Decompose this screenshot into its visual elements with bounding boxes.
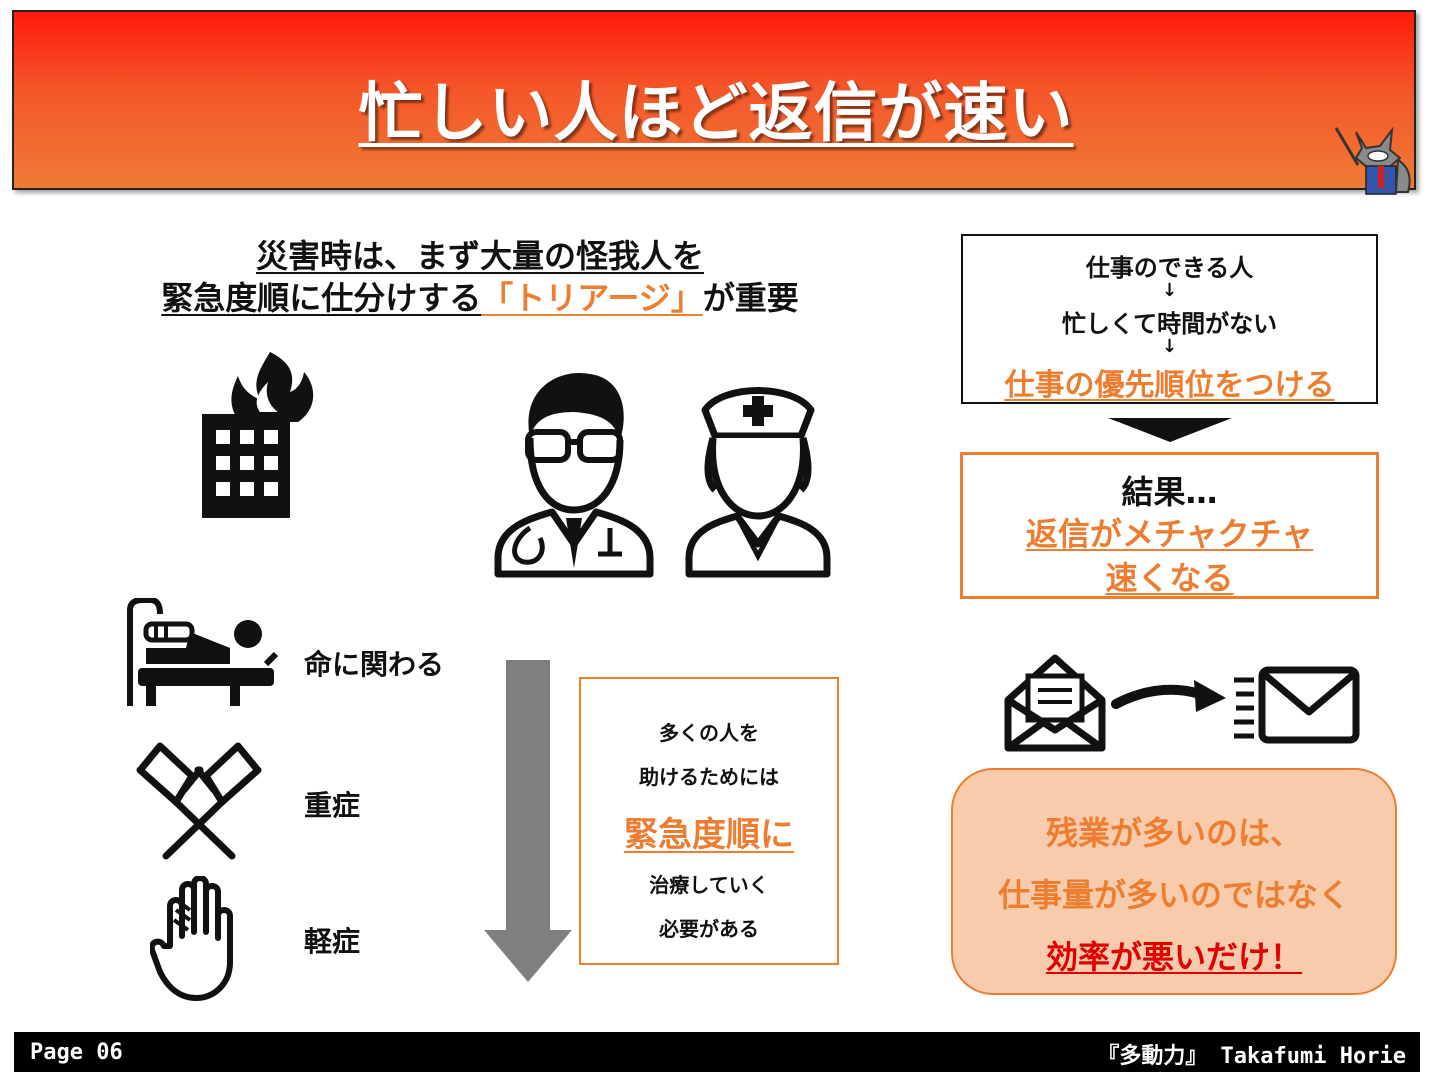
- triage-info-box: 多くの人を 助けるためには 緊急度順に 治療していく 必要がある: [579, 677, 839, 965]
- nurse-icon: [685, 387, 831, 578]
- result-box: 結果… 返信がメチャクチャ 速くなる: [960, 452, 1379, 599]
- conclusion-line-3: 効率が悪いだけ！: [1045, 938, 1302, 976]
- title-banner: 忙しい人ほど返信が速い: [12, 10, 1416, 190]
- flow-box: 仕事のできる人 ↓ 忙しくて時間がない ↓ 仕事の優先順位をつける: [961, 234, 1378, 404]
- hospital-bed-icon: [127, 598, 278, 706]
- flow-arrow-2: ↓: [1161, 336, 1178, 357]
- info-line-1: 多くの人を: [659, 721, 759, 745]
- info-line-2: 助けるためには: [639, 765, 779, 789]
- flow-arrow-1: ↓: [1161, 280, 1178, 301]
- level-label-critical: 命に関わる: [304, 648, 445, 681]
- page-number: Page 06: [30, 1040, 123, 1065]
- flow-step-2: 忙しくて時間がない: [1061, 310, 1278, 338]
- conclusion-line-1: 残業が多いのは、: [1045, 814, 1302, 852]
- mail-reply-icons: [1004, 654, 1360, 752]
- triage-highlight: 「トリアージ」: [481, 279, 703, 317]
- footer-bar: Page 06 『多動力』 Takafumi Horie: [14, 1032, 1420, 1072]
- flow-step-1: 仕事のできる人: [1085, 254, 1254, 282]
- result-label: 結果…: [1121, 473, 1218, 511]
- crutches-icon: [136, 742, 262, 860]
- flow-step-3: 仕事の優先順位をつける: [1004, 368, 1335, 403]
- level-label-serious: 重症: [304, 789, 361, 822]
- doctor-icon: [494, 372, 654, 578]
- conclusion-box: 残業が多いのは、 仕事量が多いのではなく 効率が悪いだけ！: [951, 768, 1397, 995]
- sent-envelope-icon: [1234, 666, 1360, 744]
- info-highlight: 緊急度順に: [624, 815, 794, 855]
- heading-text-2a: 緊急度順に仕分けする: [161, 279, 482, 317]
- book-credit: 『多動力』 Takafumi Horie: [1097, 1044, 1406, 1069]
- wolf-mascot-icon: [1334, 126, 1411, 195]
- result-line-1: 返信がメチャクチャ: [1025, 515, 1314, 553]
- burning-building-icon: [202, 352, 314, 518]
- info-line-4: 必要がある: [659, 917, 759, 941]
- result-line-2: 速くなる: [1105, 559, 1234, 597]
- priority-down-arrow-icon: [484, 660, 572, 982]
- heading-text-2b: が重要: [702, 279, 799, 317]
- page-title: 忙しい人ほど返信が速い: [358, 77, 1074, 151]
- conclusion-line-2: 仕事量が多いのではなく: [997, 876, 1350, 914]
- level-label-minor: 軽症: [304, 925, 361, 958]
- heading-line-1: 災害時は、まず大量の怪我人を: [60, 231, 900, 277]
- bandaged-hand-icon: [150, 876, 233, 1001]
- down-triangle-icon: [1108, 418, 1232, 442]
- heading-text-1: 災害時は、まず大量の怪我人を: [255, 237, 704, 275]
- right-arrow-icon: [1111, 680, 1226, 712]
- open-envelope-icon: [1004, 654, 1106, 752]
- heading-line-2: 緊急度順に仕分けする「トリアージ」が重要: [60, 273, 900, 319]
- info-line-3: 治療していく: [649, 873, 769, 897]
